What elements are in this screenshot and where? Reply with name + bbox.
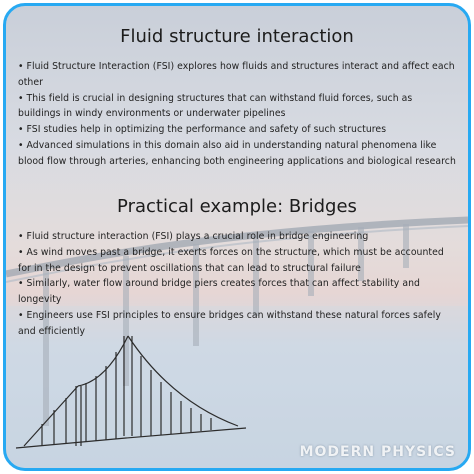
list-item: •This field is crucial in designing stru… [18,92,413,120]
list-item: •Fluid Structure Interaction (FSI) explo… [18,61,455,88]
suspension-bridge-sketch [15,335,247,449]
section-title-fsi: Fluid structure interaction [120,26,354,47]
list-item: •Advanced simulations in this domain als… [18,139,456,167]
bridge-background-illustration [6,216,468,468]
list-item: •FSI studies help in optimizing the perf… [18,124,387,136]
section-title-bridges: Practical example: Bridges [117,196,357,217]
list-item: •Fluid structure interaction (FSI) plays… [18,231,369,242]
infographic-card: Fluid structure interaction •Fluid Struc… [3,3,471,471]
brand-watermark: MODERN PHYSICS [299,444,456,460]
fsi-bullet-list: •Fluid Structure Interaction (FSI) explo… [18,59,456,170]
list-item: •Similarly, water flow around bridge pie… [18,278,420,306]
text-content: Fluid structure interaction •Fluid Struc… [6,6,468,468]
list-item: •As wind moves past a bridge, it exerts … [18,246,444,274]
list-item: •Engineers use FSI principles to ensure … [18,309,441,337]
bridges-bullet-list: •Fluid structure interaction (FSI) plays… [18,229,456,340]
